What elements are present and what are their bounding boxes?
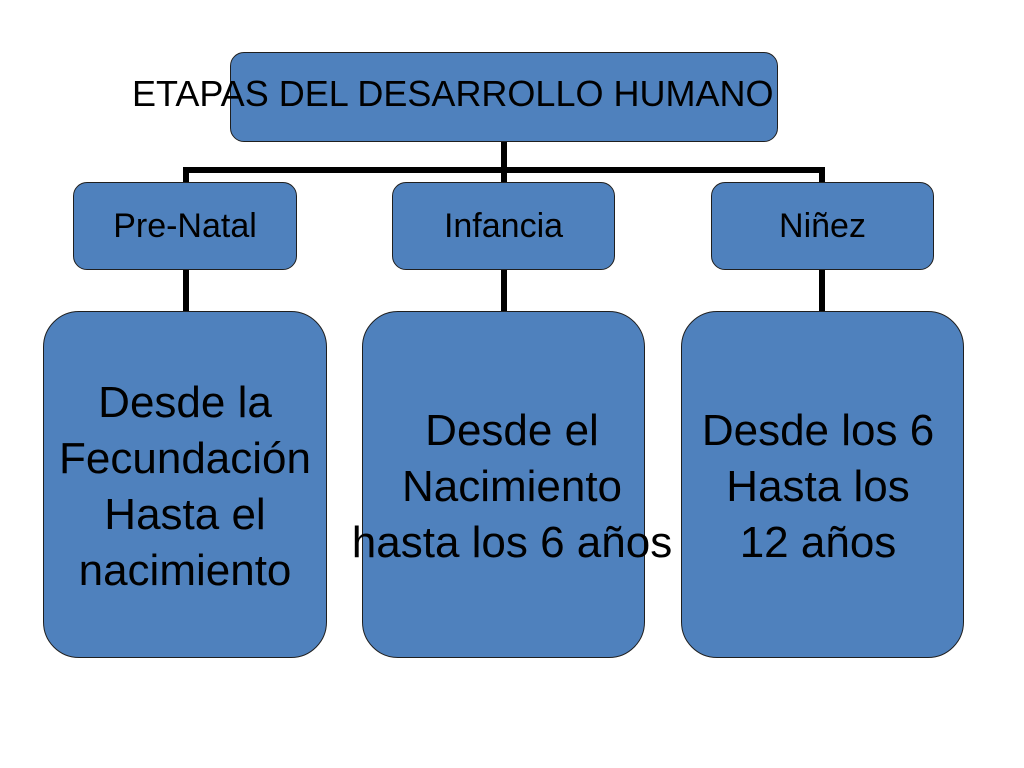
detail-line: Nacimiento xyxy=(401,462,623,511)
detail-node-ninez xyxy=(681,311,964,658)
detail-text-infancia: Desde el Nacimiento hasta los 6 años xyxy=(352,403,672,571)
detail-node-infancia xyxy=(362,311,645,658)
stage-label: Pre-Natal xyxy=(113,206,257,245)
detail-line: Desde el xyxy=(425,406,599,455)
detail-text-pre-natal: Desde la Fecundación Hasta el nacimiento xyxy=(59,375,311,599)
stage-label: Niñez xyxy=(779,206,866,245)
root-node xyxy=(230,52,778,142)
detail-line: Fecundación xyxy=(59,434,311,483)
stage-node-pre-natal: Pre-Natal xyxy=(73,182,297,270)
detail-text-ninez: Desde los 6 Hasta los 12 años xyxy=(702,403,934,571)
detail-line: nacimiento xyxy=(78,546,292,595)
stage-label: Infancia xyxy=(443,206,564,245)
detail-node-pre-natal xyxy=(43,311,327,658)
root-node-label: ETAPAS DEL DESARROLLO HUMANO xyxy=(132,73,774,114)
detail-line: hasta los 6 años xyxy=(351,518,673,567)
detail-line: Desde los 6 xyxy=(701,406,935,455)
detail-line: Desde la xyxy=(98,378,272,427)
detail-line: Hasta el xyxy=(104,490,266,539)
detail-line: 12 años xyxy=(739,518,897,567)
stage-node-ninez: Niñez xyxy=(711,182,934,270)
stage-node-infancia: Infancia xyxy=(392,182,615,270)
detail-line: Hasta los xyxy=(726,462,910,511)
